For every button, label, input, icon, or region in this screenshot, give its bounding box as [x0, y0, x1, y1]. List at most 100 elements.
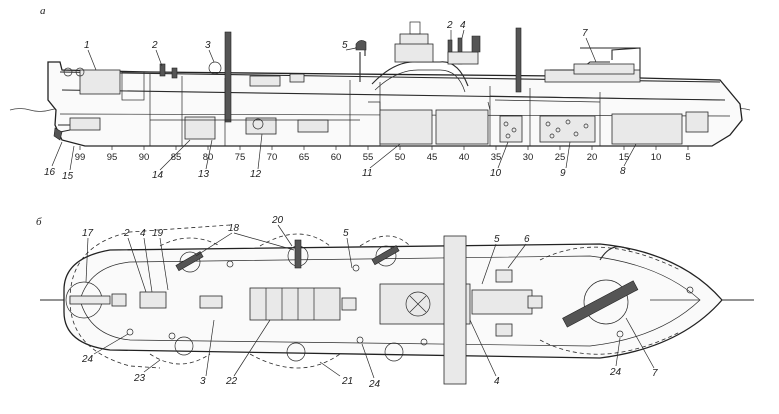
callout-16: 16 [44, 167, 56, 178]
uptake-inner [374, 69, 466, 93]
side-callouts: 1 2 3 5 2 4 7 16 15 14 13 12 11 [44, 20, 637, 182]
frame-number: 85 [171, 152, 182, 163]
frame-number: 5 [685, 152, 690, 163]
callout-5-plan-aft: 5 [343, 228, 349, 239]
gun-arc-fore [359, 235, 411, 247]
stern-ventilator [171, 67, 178, 79]
side-view: а [9, 5, 751, 182]
callout-14: 14 [152, 170, 164, 181]
anchor-davit [599, 246, 631, 261]
compass-binnacle [471, 35, 481, 53]
stern-gun-arc-lower [69, 299, 161, 369]
frame-number: 95 [107, 152, 118, 163]
engine-skylight-grid [265, 288, 315, 320]
frame-number: 15 [619, 152, 630, 163]
engine-casing [249, 287, 341, 321]
fore-deckhouse [471, 289, 533, 315]
chain-locker [685, 111, 709, 133]
callout-8: 8 [620, 166, 626, 177]
callout-19: 19 [152, 228, 164, 239]
fore-skylight-port [495, 323, 513, 337]
frame-number: 50 [395, 152, 406, 163]
callout-17: 17 [82, 228, 94, 239]
callout-4-plan-fore: 4 [494, 376, 500, 387]
callout-11: 11 [362, 168, 372, 179]
steering-gear [69, 117, 101, 131]
side-portholes [489, 95, 721, 103]
frame-number: 80 [203, 152, 214, 163]
forward-magazine [611, 113, 683, 145]
coal-bunker-aft [499, 115, 523, 143]
skylight-aft [289, 73, 305, 83]
callout-2-bridge: 2 [446, 20, 453, 31]
bow-gun-plan [562, 280, 639, 328]
callout-5-side: 5 [342, 40, 348, 51]
callout-24-aft: 24 [81, 354, 94, 365]
bollards [126, 260, 694, 346]
gun-arc-mid [259, 233, 331, 247]
rudder [53, 127, 63, 141]
fore-hatch [527, 295, 543, 309]
boiler-room-aft [379, 109, 433, 145]
stern-gun-arc [69, 224, 231, 301]
boiler-casing [368, 101, 491, 111]
callout-10: 10 [490, 168, 502, 179]
side-view-label: а [40, 5, 46, 17]
callout-9: 9 [560, 168, 566, 179]
callout-2-side: 2 [151, 40, 158, 51]
frame-number: 99 [75, 152, 86, 163]
bow-gun-arc [539, 246, 681, 271]
stern-hatch [111, 293, 127, 307]
frame-number: 45 [427, 152, 438, 163]
gun-mid-starboard [287, 239, 309, 269]
callout-3-side: 3 [205, 40, 211, 51]
stern-bollard-2 [75, 67, 85, 77]
aft-skylight [139, 291, 167, 309]
plan-view: б [36, 215, 754, 390]
callout-22: 22 [225, 376, 238, 387]
frame-number: 35 [491, 152, 502, 163]
ventilator-cowl-aft [355, 40, 367, 51]
gun-mid-port [286, 342, 306, 362]
callout-7-side: 7 [582, 28, 588, 39]
funnel [394, 43, 434, 63]
plan-callouts: 17 2 4 19 18 20 5 5 6 24 23 3 22 [81, 215, 658, 390]
stern-gun-mount [159, 63, 166, 77]
callout-4-plan-aft: 4 [140, 228, 146, 239]
main-mast [224, 31, 232, 123]
gun-aft-starboard [175, 251, 204, 273]
capstan [208, 61, 222, 75]
callout-24-fore: 24 [609, 367, 622, 378]
stern-room [121, 71, 145, 101]
fore-skylight [495, 269, 513, 283]
callout-2-plan: 2 [123, 228, 130, 239]
bow-gun [573, 63, 635, 75]
callout-23: 23 [133, 373, 146, 384]
gun-arc-mid-port [249, 353, 341, 369]
callout-6: 6 [524, 234, 530, 245]
frame-number: 40 [459, 152, 470, 163]
aft-hatch [199, 295, 223, 309]
callout-4-side: 4 [460, 20, 466, 31]
callout-15: 15 [62, 171, 74, 182]
callout-3-plan: 3 [200, 376, 206, 387]
frame-number: 70 [267, 152, 278, 163]
callout-18: 18 [228, 223, 240, 234]
deck-house-aft [249, 75, 281, 87]
frame-number: 30 [523, 152, 534, 163]
stern-gun [69, 295, 111, 305]
funnel-grid [409, 295, 427, 313]
funnel-plan [405, 291, 431, 317]
frame-number: 60 [331, 152, 342, 163]
gun-fore-port [384, 342, 404, 362]
frame-number: 25 [555, 152, 566, 163]
frame-number: 55 [363, 152, 374, 163]
bow-gun-ring [583, 279, 629, 325]
plan-view-label: б [36, 216, 42, 228]
bridge [447, 51, 479, 65]
frame-number: 10 [651, 152, 662, 163]
funnel-cap [409, 21, 421, 35]
aux-machinery [297, 119, 329, 133]
coal-pattern [503, 119, 589, 139]
